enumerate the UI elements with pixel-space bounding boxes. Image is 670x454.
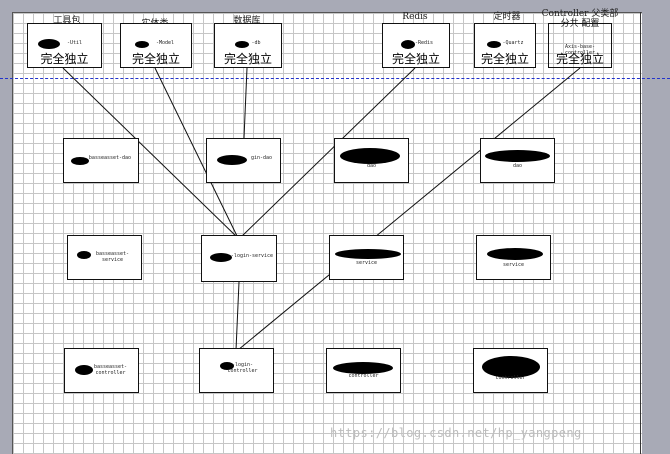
redaction-mark: [135, 41, 149, 48]
connector-service-controller: [235, 281, 240, 351]
module-name: Axis-base-controller: [564, 43, 596, 56]
redaction-mark: [220, 362, 234, 370]
box-service-4: service: [476, 235, 551, 280]
independent-label: 完全独立: [480, 52, 529, 66]
box-controller-3: controller: [326, 348, 401, 393]
connector-redis-service: [239, 67, 416, 239]
independent-label: 完全独立: [131, 52, 180, 66]
box-redis: -Redis 完全独立: [382, 23, 450, 68]
box-controller-login: -login-controller: [199, 348, 274, 393]
independent-label: 完全独立: [223, 52, 272, 66]
connector-controller-logincontroller: [237, 67, 581, 351]
module-name: controller: [348, 372, 379, 379]
module-name: -db: [251, 40, 261, 47]
module-name: -login-controller: [227, 361, 258, 374]
module-name: -login-service: [230, 253, 274, 260]
module-name: -Quartz: [502, 40, 524, 47]
independent-label: 完全独立: [391, 52, 440, 66]
page-margin-line: [640, 12, 641, 454]
box-service-basseasset: basseasset-service: [67, 235, 142, 280]
connector-db-gindao: [243, 67, 248, 139]
module-name: -Util: [66, 40, 83, 47]
module-name: service: [355, 259, 378, 266]
watermark: https://blog.csdn.net/hp_yangpeng: [330, 426, 582, 440]
module-name: gin-dao: [250, 155, 273, 162]
redaction-mark: [210, 253, 232, 262]
connector-util-service: [62, 67, 239, 239]
box-controller-base: Axis-base-controller 完全独立: [548, 23, 612, 68]
module-name: service: [502, 261, 525, 268]
connector-model-service: [154, 67, 239, 239]
box-service-login: -login-service: [201, 235, 277, 282]
caption-db: 数据库: [233, 16, 261, 26]
module-name: dao: [366, 162, 377, 169]
redaction-mark: [71, 157, 89, 165]
module-name: controller: [495, 374, 526, 381]
redaction-mark: [401, 40, 415, 49]
module-name: basseasset-service: [95, 251, 130, 264]
box-dao-login: gin-dao: [206, 138, 281, 183]
redaction-mark: [333, 362, 393, 374]
redaction-mark: [485, 150, 550, 162]
module-name: -Redis: [414, 40, 434, 47]
box-service-3: service: [329, 235, 404, 280]
box-util: -Util 完全独立: [27, 23, 102, 68]
box-controller-4: controller: [473, 348, 548, 393]
page-break-line: [0, 78, 670, 79]
box-dao-basseasset: basseasset-dao: [63, 138, 139, 183]
redaction-mark: [487, 41, 501, 48]
module-name: -Model: [155, 40, 175, 47]
independent-label: 完全独立: [40, 52, 89, 66]
module-name: basseasset-controller: [93, 363, 128, 376]
box-dao-3: dao: [334, 138, 409, 183]
box-model: -Model 完全独立: [120, 23, 192, 68]
redaction-mark: [335, 249, 401, 259]
redaction-mark: [340, 148, 400, 164]
redaction-mark: [217, 155, 247, 165]
box-db: -db 完全独立: [214, 23, 282, 68]
module-name: dao: [512, 162, 523, 169]
redaction-mark: [482, 356, 540, 378]
caption-quartz: 定时器: [493, 12, 521, 22]
redaction-mark: [75, 365, 93, 375]
box-controller-basseasset: basseasset-controller: [64, 348, 139, 393]
redaction-mark: [77, 251, 91, 259]
box-dao-4: dao: [480, 138, 555, 183]
redaction-mark: [235, 41, 249, 48]
caption-controller-base: Controller 父类部分共 配置: [541, 9, 619, 29]
independent-label: 完全独立: [555, 52, 604, 66]
redaction-mark: [38, 39, 60, 49]
module-name: basseasset-dao: [88, 155, 132, 162]
box-quartz: -Quartz 完全独立: [474, 23, 536, 68]
caption-redis: Redis: [402, 12, 428, 22]
caption-util: 工具包: [53, 16, 81, 26]
redaction-mark: [487, 248, 543, 260]
